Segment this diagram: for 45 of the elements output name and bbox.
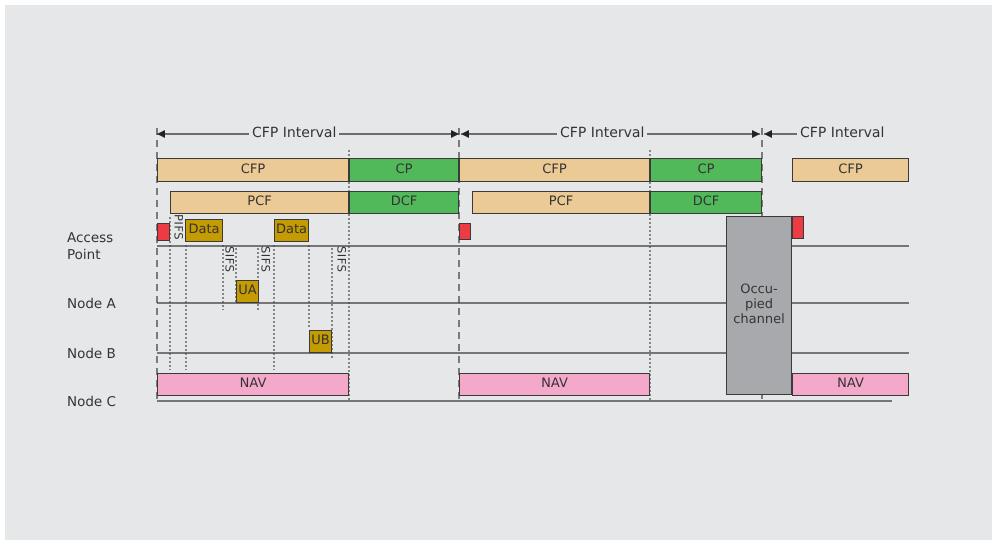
occupied-channel-block bbox=[726, 216, 792, 395]
bar-label: Data bbox=[276, 223, 308, 238]
cp-bar bbox=[650, 158, 762, 182]
row-label: Access Point bbox=[67, 230, 114, 264]
cp-bar bbox=[349, 158, 459, 182]
bar-label: CFP bbox=[838, 162, 863, 178]
data-frame bbox=[274, 219, 309, 242]
bar-label: Occu- pied channel bbox=[732, 283, 786, 328]
bar-label: NAV bbox=[240, 377, 266, 392]
nav-bar bbox=[459, 373, 650, 396]
bar-label: PCF bbox=[548, 195, 574, 210]
cfp-bar bbox=[792, 158, 909, 182]
cfp-bar bbox=[459, 158, 650, 182]
bar-label: NAV bbox=[837, 377, 864, 392]
sifs-label: SIFS bbox=[334, 246, 348, 272]
row-label: Node B bbox=[67, 346, 117, 363]
data-frame bbox=[185, 219, 223, 242]
bar-label: PCF bbox=[247, 195, 272, 210]
sifs-label: SIFS bbox=[222, 246, 236, 272]
dcf-bar bbox=[349, 191, 459, 214]
row-label: Node C bbox=[67, 394, 117, 411]
ua-frame bbox=[236, 280, 259, 303]
beacon-frame bbox=[157, 223, 170, 241]
nav-bar bbox=[792, 373, 909, 396]
ub-frame bbox=[309, 330, 332, 353]
pcf-bar bbox=[472, 191, 650, 214]
bar-label: CP bbox=[698, 162, 714, 178]
nav-bar bbox=[157, 373, 349, 396]
bar-label: CP bbox=[396, 162, 412, 178]
bar-label: UA bbox=[238, 284, 257, 299]
bar-label: Data bbox=[188, 223, 220, 238]
pifs-label: PIFS bbox=[171, 214, 186, 240]
beacon-frame bbox=[459, 223, 471, 240]
dcf-bar bbox=[650, 191, 762, 214]
bar-label: NAV bbox=[541, 377, 568, 392]
cfp-bar bbox=[157, 158, 349, 182]
sifs-label: SIFS bbox=[258, 246, 272, 272]
beacon-frame bbox=[792, 216, 804, 239]
row-label: Node A bbox=[67, 296, 117, 313]
bar-label: CFP bbox=[542, 162, 567, 178]
bar-label: DCF bbox=[390, 195, 418, 210]
bar-label: UB bbox=[311, 334, 330, 349]
bar-label: DCF bbox=[692, 195, 720, 210]
bar-label: CFP bbox=[240, 162, 266, 178]
pcf-bar bbox=[170, 191, 349, 214]
